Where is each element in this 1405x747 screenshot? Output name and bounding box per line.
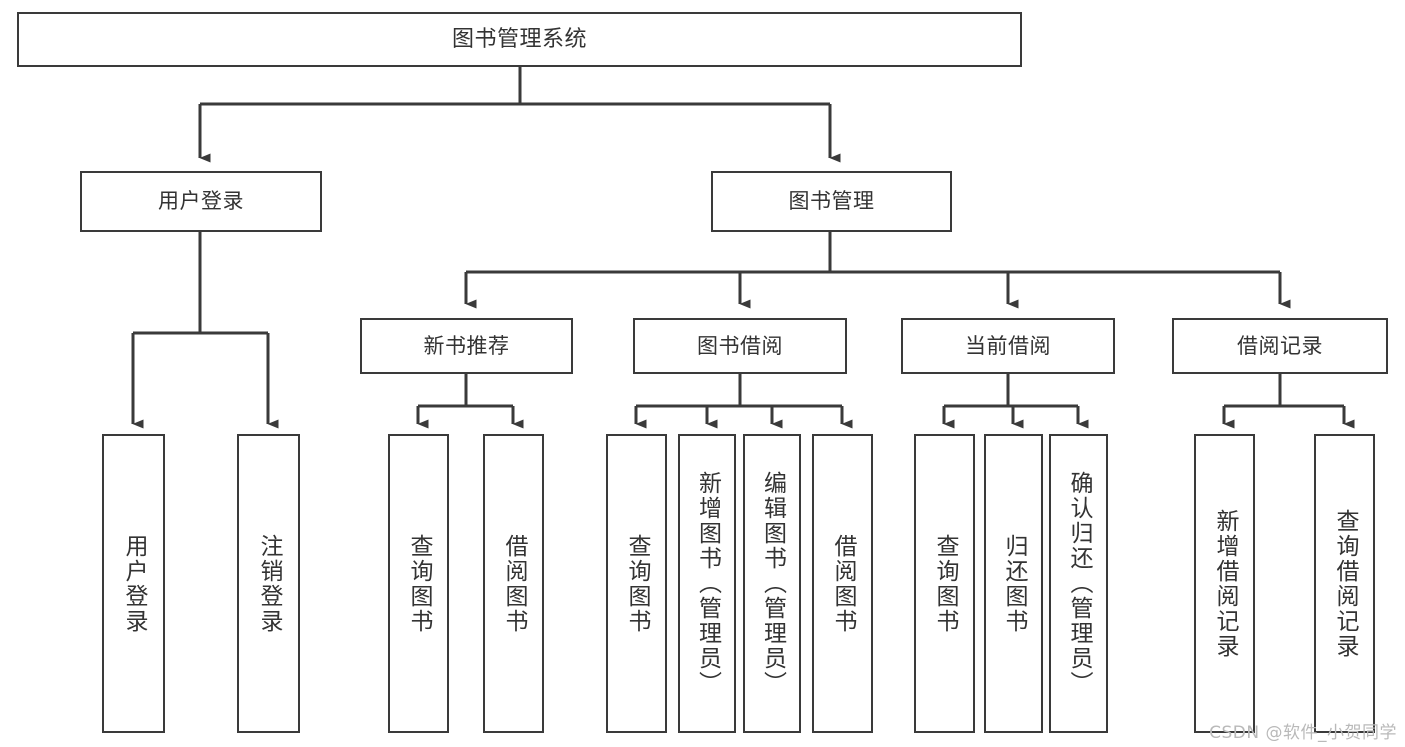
node-new-book-rec[interactable]: 新书推荐 [360, 318, 573, 374]
node-book-manage[interactable]: 图书管理 [711, 171, 952, 232]
node-book-borrow-label: 图书借阅 [697, 333, 783, 358]
node-leaf-add-record-label: 新增借阅记录 [1212, 508, 1238, 659]
node-leaf-borrow-book-1[interactable]: 借阅图书 [483, 434, 544, 733]
node-leaf-query-book-1-label: 查询图书 [406, 533, 432, 634]
node-book-manage-label: 图书管理 [788, 189, 875, 214]
node-leaf-query-book-3[interactable]: 查询图书 [914, 434, 975, 733]
node-leaf-query-record-label: 查询借阅记录 [1332, 508, 1358, 659]
node-user-login[interactable]: 用户登录 [80, 171, 322, 232]
node-leaf-logout[interactable]: 注销登录 [237, 434, 300, 733]
node-current-borrow-label: 当前借阅 [965, 333, 1051, 358]
node-leaf-query-book-3-label: 查询图书 [932, 533, 958, 634]
node-borrow-record[interactable]: 借阅记录 [1172, 318, 1388, 374]
node-leaf-confirm-return[interactable]: 确认归还（管理员） [1049, 434, 1108, 733]
node-leaf-edit-book-label: 编辑图书（管理员） [759, 471, 786, 696]
node-leaf-confirm-return-label: 确认归还（管理员） [1066, 471, 1092, 696]
node-leaf-query-book-1[interactable]: 查询图书 [388, 434, 449, 733]
node-leaf-add-book[interactable]: 新增图书（管理员） [678, 434, 736, 733]
node-book-borrow[interactable]: 图书借阅 [633, 318, 847, 374]
node-leaf-query-book-2-label: 查询图书 [624, 533, 650, 634]
node-leaf-return-book[interactable]: 归还图书 [984, 434, 1043, 733]
node-leaf-logout-label: 注销登录 [256, 533, 282, 634]
node-leaf-borrow-book-1-label: 借阅图书 [501, 533, 527, 634]
node-user-login-label: 用户登录 [158, 189, 244, 214]
node-new-book-rec-label: 新书推荐 [423, 333, 510, 358]
node-leaf-user-login[interactable]: 用户登录 [102, 434, 165, 733]
node-current-borrow[interactable]: 当前借阅 [901, 318, 1115, 374]
node-root-label: 图书管理系统 [451, 26, 587, 52]
node-leaf-user-login-label: 用户登录 [121, 533, 147, 634]
node-borrow-record-label: 借阅记录 [1237, 333, 1323, 358]
node-leaf-query-record[interactable]: 查询借阅记录 [1314, 434, 1375, 733]
node-leaf-query-book-2[interactable]: 查询图书 [606, 434, 667, 733]
node-leaf-add-record[interactable]: 新增借阅记录 [1194, 434, 1255, 733]
node-leaf-return-book-label: 归还图书 [1001, 533, 1027, 634]
node-leaf-add-book-label: 新增图书（管理员） [694, 471, 721, 696]
node-leaf-edit-book[interactable]: 编辑图书（管理员） [743, 434, 801, 733]
csdn-watermark: CSDN @软件_小贺同学 [1209, 723, 1397, 743]
node-leaf-borrow-book-2[interactable]: 借阅图书 [812, 434, 873, 733]
node-root[interactable]: 图书管理系统 [17, 12, 1022, 67]
node-leaf-borrow-book-2-label: 借阅图书 [830, 533, 856, 634]
